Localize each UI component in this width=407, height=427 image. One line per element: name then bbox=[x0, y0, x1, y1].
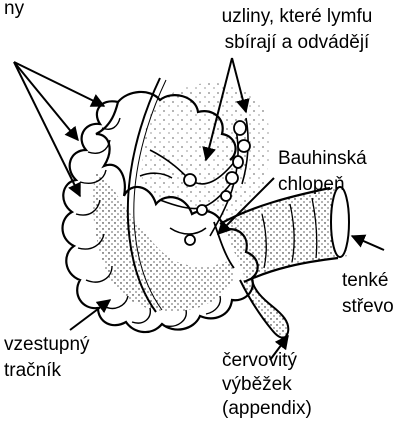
label-lymph-nodes-line1: uzliny, které lymfu bbox=[188, 6, 406, 28]
label-bauhin-valve-line1: Bauhinská bbox=[278, 148, 367, 170]
label-appendix: červovitý výběžek (appendix) bbox=[222, 350, 312, 420]
label-small-intestine-line2: střevo bbox=[342, 296, 394, 318]
label-top-cut-text: ny bbox=[4, 0, 24, 20]
label-appendix-line3: (appendix) bbox=[222, 398, 312, 420]
label-lymph-nodes-line2: sbírají a odvádějí bbox=[188, 32, 406, 54]
label-lymph-nodes: uzliny, které lymfu sbírají a odvádějí bbox=[188, 6, 406, 54]
label-appendix-line1: červovitý bbox=[222, 350, 312, 372]
label-top-cut: ny bbox=[4, 0, 24, 20]
label-appendix-line2: výběžek bbox=[222, 374, 312, 396]
label-ascending-colon-line1: vzestupný bbox=[4, 334, 90, 356]
label-small-intestine: tenké střevo bbox=[342, 270, 394, 318]
appendix bbox=[240, 280, 288, 338]
arrow-small-intestine bbox=[352, 236, 384, 250]
arrow-haustra-1 bbox=[14, 62, 104, 106]
label-small-intestine-line1: tenké bbox=[342, 270, 394, 292]
label-ascending-colon: vzestupný tračník bbox=[4, 334, 90, 382]
label-ascending-colon-line2: tračník bbox=[4, 360, 90, 382]
label-bauhin-valve: Bauhinská chlopeň bbox=[278, 148, 367, 196]
label-bauhin-valve-line2: chlopeň bbox=[278, 174, 367, 196]
